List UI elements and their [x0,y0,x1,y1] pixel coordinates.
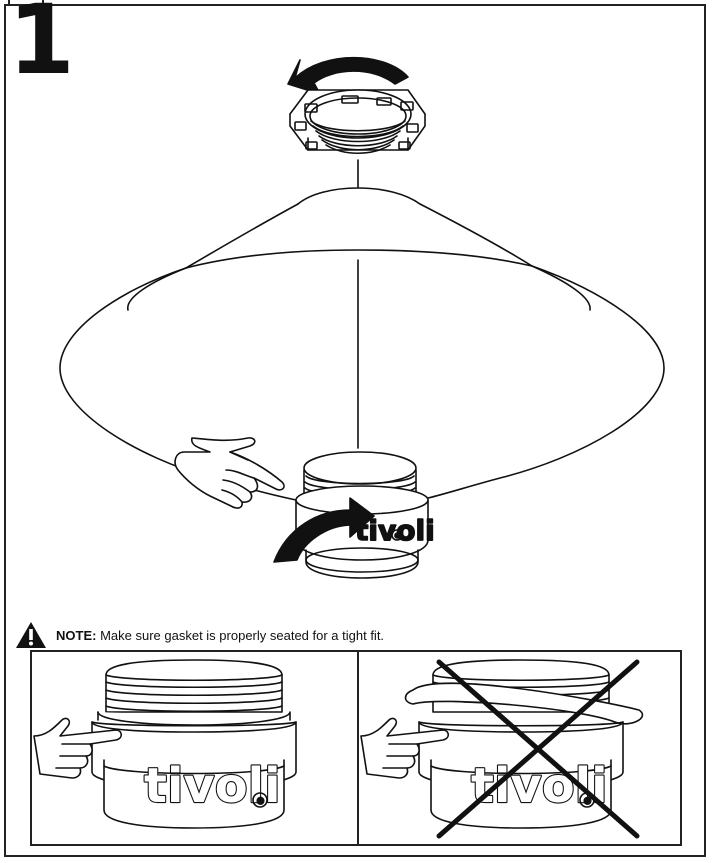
note-row: NOTE: Make sure gasket is properly seate… [14,621,384,649]
correct-gasket-illustration: tivoli ® [33,659,297,829]
pointing-hand-icon [33,717,123,779]
socket-registered-mark: ® [394,532,401,540]
cross-mark-icon [436,659,640,839]
gasket-detail-panel: tivoli ® tivoli ® [30,650,682,846]
assembly-illustration: tivoli ® [59,56,665,579]
pointing-hand-icon [174,437,285,509]
note-text: NOTE: Make sure gasket is properly seate… [56,629,384,642]
step-number: 1 [8,0,75,96]
curved-arrow-icon [273,497,375,563]
hex-nut [289,89,426,154]
note-label: NOTE: [56,627,97,643]
curved-arrow-icon [287,56,409,95]
incorrect-logo: tivoli [471,758,608,814]
panel-divider [357,652,359,846]
correct-registered-mark: ® [256,797,265,807]
incorrect-gasket-illustration: tivoli ® [360,659,644,839]
note-message: Make sure gasket is properly seated for … [100,627,385,643]
incorrect-registered-mark: ® [583,797,592,807]
frame-tab [8,0,44,6]
warning-triangle-icon [16,622,46,648]
pointing-hand-icon [360,717,450,779]
correct-logo: tivoli [144,758,281,814]
